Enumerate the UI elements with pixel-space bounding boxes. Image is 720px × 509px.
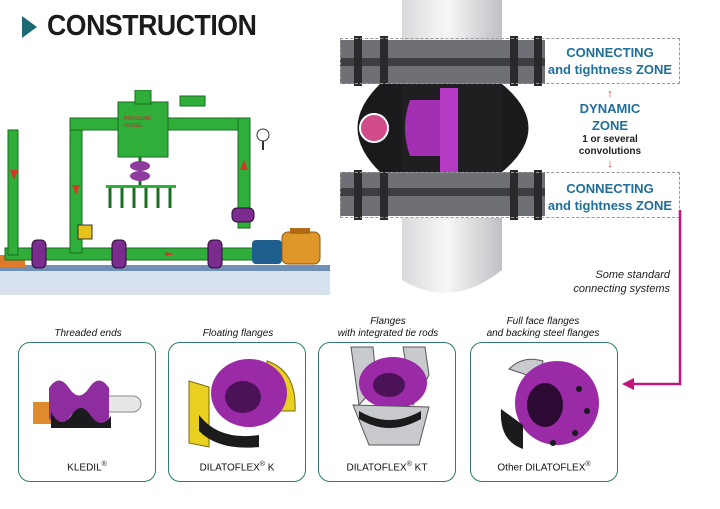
expansion-joint-cross-section xyxy=(340,0,545,300)
standard-line2: connecting systems xyxy=(573,283,670,295)
caption-threaded: Threaded ends xyxy=(54,328,122,339)
zone-top-line2: and tightness ZONE xyxy=(547,62,673,77)
zone-bottom-line1: CONNECTING xyxy=(566,181,654,196)
dynamic-zone-sub1: 1 or several xyxy=(582,134,638,145)
standard-systems-label: Some standard connecting systems xyxy=(530,268,670,296)
page-header: CONSTRUCTION xyxy=(22,10,275,43)
dynamic-zone-label: ↑ DYNAMIC ZONE 1 or several convolutions… xyxy=(560,88,660,170)
system-card-other-dilatoflex: Other DILATOFLEX® xyxy=(470,342,618,482)
piping-installation-illustration: PRESSURE VESSEL xyxy=(0,90,330,295)
system-card-dilatoflex-kt: DILATOFLEX® KT xyxy=(318,342,456,482)
bottom-zone-frame xyxy=(340,172,680,218)
dilatoflex-kt-image xyxy=(350,346,430,446)
product-dilatoflex-kt: DILATOFLEX® KT xyxy=(346,461,428,474)
standard-line1: Some standard xyxy=(595,269,670,281)
product-kledil: KLEDIL® xyxy=(67,461,107,474)
product-other-dilatoflex: Other DILATOFLEX® xyxy=(497,461,591,474)
other-dilatoflex-image xyxy=(500,358,599,449)
dilatoflex-k-image xyxy=(188,359,296,448)
zone-bottom-line2: and tightness ZONE xyxy=(547,198,673,213)
zone-top-line1: CONNECTING xyxy=(566,45,654,60)
standard-systems-arrow xyxy=(622,210,682,390)
svg-text:VESSEL: VESSEL xyxy=(124,123,144,129)
system-card-kledil: KLEDIL® xyxy=(18,342,156,482)
dynamic-zone-sub2: convolutions xyxy=(578,146,642,157)
system-card-dilatoflex-k: DILATOFLEX® K xyxy=(168,342,306,482)
kledil-threaded-joint-image xyxy=(33,380,142,428)
page-title: CONSTRUCTION xyxy=(47,10,257,42)
title-arrow-icon xyxy=(22,15,37,38)
connecting-zone-bottom-label: CONNECTING and tightness ZONE xyxy=(540,180,680,214)
product-dilatoflex-k: DILATOFLEX® K xyxy=(199,461,275,474)
top-zone-frame xyxy=(340,38,680,84)
caption-floating: Floating flanges xyxy=(202,328,274,339)
dynamic-zone-title: DYNAMIC ZONE xyxy=(579,101,641,133)
dynamic-down-arrow-icon: ↓ xyxy=(607,158,613,170)
connecting-zone-top-label: CONNECTING and tightness ZONE xyxy=(540,44,680,78)
svg-text:PRESSURE: PRESSURE xyxy=(124,116,152,122)
dynamic-up-arrow-icon: ↑ xyxy=(607,88,613,100)
